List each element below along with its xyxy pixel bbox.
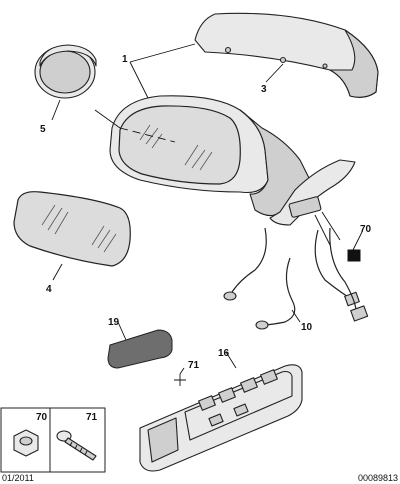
callout-1: 1 bbox=[122, 54, 128, 65]
callout-71: 71 bbox=[188, 360, 200, 371]
legend-screw-label: 71 bbox=[86, 412, 98, 423]
nut-part bbox=[347, 249, 361, 262]
leader-lines bbox=[51, 43, 363, 375]
screw-icon bbox=[56, 430, 97, 461]
wiring-harness bbox=[223, 227, 369, 330]
round-glass-part bbox=[34, 44, 97, 99]
fastener-legend: 70 71 bbox=[0, 407, 106, 473]
callout-10: 10 bbox=[301, 322, 313, 333]
pad-part bbox=[107, 329, 173, 369]
callout-4: 4 bbox=[46, 284, 52, 295]
switch-panel-part bbox=[139, 364, 303, 472]
callout-5: 5 bbox=[40, 124, 46, 135]
footer-date: 01/2011 bbox=[2, 473, 34, 483]
callout-16: 16 bbox=[218, 348, 230, 359]
nut-icon bbox=[13, 429, 39, 457]
mirror-assembly bbox=[109, 95, 356, 246]
callout-70: 70 bbox=[360, 224, 372, 235]
callout-3: 3 bbox=[261, 84, 267, 95]
callout-19: 19 bbox=[108, 317, 120, 328]
mirror-cover bbox=[194, 12, 379, 98]
footer-reference: 00089813 bbox=[358, 473, 398, 483]
mirror-glass-part bbox=[13, 191, 131, 267]
legend-nut-label: 70 bbox=[36, 412, 48, 423]
